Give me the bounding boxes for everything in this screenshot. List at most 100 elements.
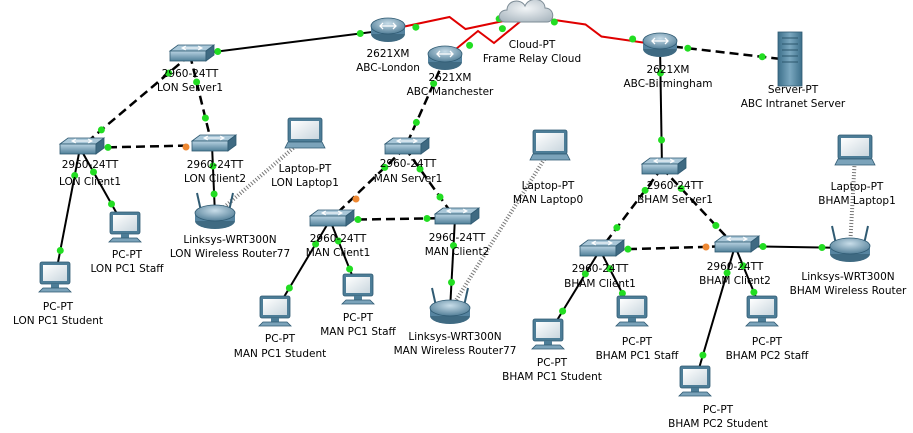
- link-lon-server1-lon-client1-crossover-cable[interactable]: [79, 54, 191, 149]
- link-abc-manchester-man-server1-crossover-cable[interactable]: [403, 57, 447, 149]
- link-bham-router-bham-laptop1-wireless-cable[interactable]: [848, 154, 857, 249]
- link-man-router-man-laptop0-wireless-cable[interactable]: [448, 148, 552, 312]
- link-status-dot: [750, 288, 758, 296]
- switch-icon: [58, 137, 106, 155]
- device-name-label: BHAM PC2 Staff: [726, 350, 810, 362]
- device-model-label: Laptop-PT: [522, 180, 575, 192]
- device-model-label: 2960-24TT: [572, 263, 629, 275]
- switch-lon-server1[interactable]: [168, 44, 216, 62]
- pc-man-pc1-staff[interactable]: [341, 273, 375, 305]
- device-model-label: Linksys-WRT300N: [408, 331, 501, 343]
- device-name-label: MAN PC1 Staff: [320, 326, 396, 338]
- router-abc-birmingham[interactable]: [642, 32, 678, 57]
- pc-icon: [531, 318, 565, 350]
- link-bham-client2-bham-pc2-student-straight-cable[interactable]: [694, 245, 736, 383]
- device-name-label: LON Client1: [59, 176, 121, 188]
- switch-icon: [433, 207, 481, 225]
- device-name-label: ABC-Birmingham: [624, 78, 713, 90]
- device-model-label: 2960-24TT: [310, 233, 367, 245]
- link-status-dot: [356, 30, 364, 38]
- pc-icon: [258, 295, 292, 327]
- pc-icon: [108, 211, 142, 243]
- link-lon-client2-lon-router-straight-cable[interactable]: [211, 144, 216, 216]
- router-abc-manchester[interactable]: [427, 45, 463, 70]
- device-name-label: LON Client2: [184, 173, 246, 185]
- link-lon-client1-lon-pc1-student-straight-cable[interactable]: [54, 147, 81, 279]
- device-model-label: PC-PT: [43, 301, 74, 313]
- pc-icon: [745, 295, 779, 327]
- pc-bham-pc2-student[interactable]: [678, 365, 712, 397]
- link-abc-birmingham-bham-server1-straight-cable[interactable]: [659, 44, 663, 169]
- wireless-router-icon: [429, 287, 471, 324]
- cloud-cloud[interactable]: [498, 0, 554, 23]
- link-status-dot: [412, 23, 420, 31]
- link-man-server1-man-client2-crossover-cable[interactable]: [403, 147, 457, 219]
- link-abc-birmingham-server-crossover-cable[interactable]: [659, 43, 791, 62]
- pc-lon-pc1-student[interactable]: [38, 261, 72, 293]
- server-server[interactable]: [777, 31, 803, 87]
- laptop-bham-laptop1[interactable]: [834, 134, 876, 166]
- switch-man-client1[interactable]: [308, 209, 356, 227]
- laptop-icon: [529, 129, 571, 161]
- link-status-dot: [90, 168, 97, 176]
- link-status-dot: [498, 25, 506, 33]
- device-model-label: Linksys-WRT300N: [801, 271, 894, 283]
- switch-bham-client1[interactable]: [578, 239, 626, 257]
- link-status-dot: [559, 307, 567, 315]
- wireless-router-man-router[interactable]: [429, 287, 471, 324]
- link-status-dot: [759, 242, 767, 250]
- link-status-dot: [104, 143, 112, 151]
- link-status-dot: [448, 278, 455, 286]
- link-status-dot: [312, 240, 320, 248]
- pc-lon-pc1-staff[interactable]: [108, 211, 142, 243]
- device-name-label: LON Server1: [157, 82, 223, 94]
- link-status-dot: [352, 195, 360, 203]
- device-model-label: 2960-24TT: [429, 232, 486, 244]
- laptop-icon: [834, 134, 876, 166]
- device-model-label: 2621XM: [429, 72, 472, 84]
- link-man-server1-man-client1-crossover-cable[interactable]: [329, 147, 406, 221]
- laptop-man-laptop0[interactable]: [529, 129, 571, 161]
- device-model-label: 2960-24TT: [380, 158, 437, 170]
- switch-bham-client2[interactable]: [713, 235, 761, 253]
- laptop-lon-laptop1[interactable]: [284, 117, 326, 149]
- link-status-dot: [699, 351, 707, 359]
- device-name-label: BHAM Server1: [637, 194, 713, 206]
- pc-bham-pc1-student[interactable]: [531, 318, 565, 350]
- switch-man-server1[interactable]: [383, 137, 431, 155]
- link-lon-server1-lon-client2-crossover-cable[interactable]: [188, 54, 214, 146]
- switch-bham-server1[interactable]: [640, 157, 688, 175]
- wireless-router-bham-router[interactable]: [829, 225, 871, 262]
- link-man-client2-man-router-straight-cable[interactable]: [449, 217, 456, 311]
- pc-bham-pc1-staff[interactable]: [615, 295, 649, 327]
- link-abc-manchester-cloud-serial-cable[interactable]: [444, 15, 528, 59]
- link-status-dot: [818, 244, 826, 252]
- link-status-dot: [416, 165, 424, 173]
- device-model-label: Server-PT: [768, 84, 819, 96]
- link-status-dot: [97, 126, 105, 134]
- device-name-label: ABC Intranet Server: [741, 98, 846, 110]
- link-status-dot: [334, 237, 342, 245]
- device-name-label: LON Laptop1: [271, 177, 339, 189]
- link-bham-server1-bham-client2-crossover-cable[interactable]: [661, 167, 736, 247]
- switch-icon: [578, 239, 626, 257]
- link-lon-server1-abc-london-straight-cable[interactable]: [189, 29, 389, 56]
- switch-lon-client1[interactable]: [58, 137, 106, 155]
- switch-lon-client2[interactable]: [190, 134, 238, 152]
- pc-icon: [678, 365, 712, 397]
- switch-icon: [168, 44, 216, 62]
- wireless-router-icon: [194, 192, 236, 229]
- pc-man-pc1-student[interactable]: [258, 295, 292, 327]
- switch-icon: [308, 209, 356, 227]
- link-abc-london-cloud-serial-cable[interactable]: [387, 15, 528, 31]
- link-status-dot: [758, 53, 766, 61]
- link-bham-server1-bham-client1-crossover-cable[interactable]: [599, 167, 663, 251]
- switch-man-client2[interactable]: [433, 207, 481, 225]
- link-status-dot: [214, 47, 222, 55]
- device-model-label: PC-PT: [112, 249, 143, 261]
- wireless-router-lon-router[interactable]: [194, 192, 236, 229]
- device-model-label: PC-PT: [265, 333, 296, 345]
- device-model-label: Cloud-PT: [509, 39, 556, 51]
- router-abc-london[interactable]: [370, 17, 406, 42]
- pc-bham-pc2-staff[interactable]: [745, 295, 779, 327]
